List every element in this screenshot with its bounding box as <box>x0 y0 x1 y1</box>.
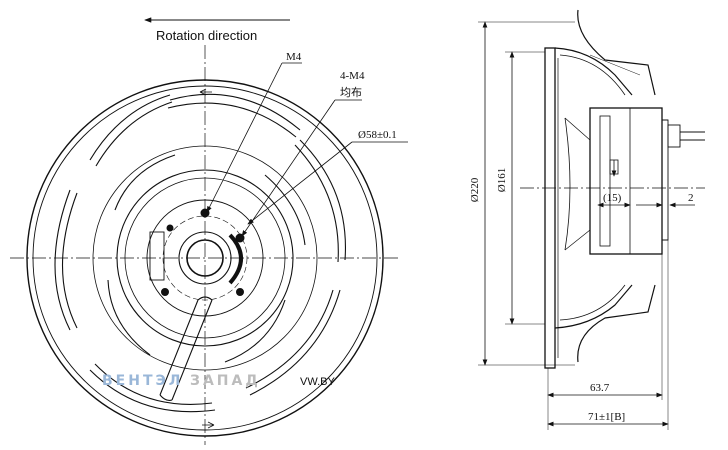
bolt-circle <box>162 215 248 301</box>
rotation-direction-label: Rotation direction <box>156 28 257 43</box>
front-view <box>10 45 400 445</box>
motor-ring-2 <box>124 177 286 339</box>
back-plate <box>544 47 556 369</box>
outer-ring-inner <box>32 85 378 431</box>
dim-15-label: (15) <box>603 192 622 204</box>
callout-4m4-label: 4-M4 <box>340 70 365 82</box>
impeller-blades <box>54 93 347 413</box>
watermark-site: VW.BY <box>300 376 336 388</box>
motor-outer-ring <box>116 169 294 347</box>
callout-4m4 <box>241 99 362 237</box>
mount-hole-upper-left <box>166 224 174 232</box>
shroud-bottom <box>577 284 656 363</box>
label-strip <box>228 233 243 285</box>
dim-71 <box>547 240 669 430</box>
rotation-arrows-ring <box>199 88 215 429</box>
dim-d161 <box>505 51 545 325</box>
side-view <box>520 9 705 369</box>
outer-ring <box>26 79 384 437</box>
dim-63-7 <box>547 254 663 430</box>
cable-outline <box>159 299 213 401</box>
callout-4m4-label-2: 均布 <box>340 86 362 99</box>
mount-hole-lower-right <box>236 288 244 296</box>
shaft-ring <box>186 239 224 277</box>
mount-ring <box>146 199 264 317</box>
cable-gland <box>667 124 681 148</box>
shroud-top <box>577 9 656 96</box>
motor-body <box>589 107 663 255</box>
callout-m4-label: M4 <box>286 51 302 63</box>
dim-71-label: 71±1[B] <box>588 411 625 423</box>
dim-63-7-label: 63.7 <box>590 382 610 394</box>
terminal-block <box>149 231 165 281</box>
dim-d161-label: Ø161 <box>496 168 508 192</box>
watermark-brand-part1: ВЕНТЭЛ <box>102 373 183 389</box>
mount-hole-lower-left <box>161 288 169 296</box>
dim-d220 <box>478 21 575 366</box>
watermark-brand-part2: ЗАПАД <box>190 373 261 389</box>
hub-ring <box>178 231 232 285</box>
blade-inner-ring <box>92 145 318 371</box>
callout-d58-label: Ø58±0.1 <box>358 129 397 141</box>
dim-d220-label: Ø220 <box>469 177 481 202</box>
callout-m4 <box>206 62 302 213</box>
callout-d58 <box>247 141 408 225</box>
dim-2-label: 2 <box>688 192 694 204</box>
